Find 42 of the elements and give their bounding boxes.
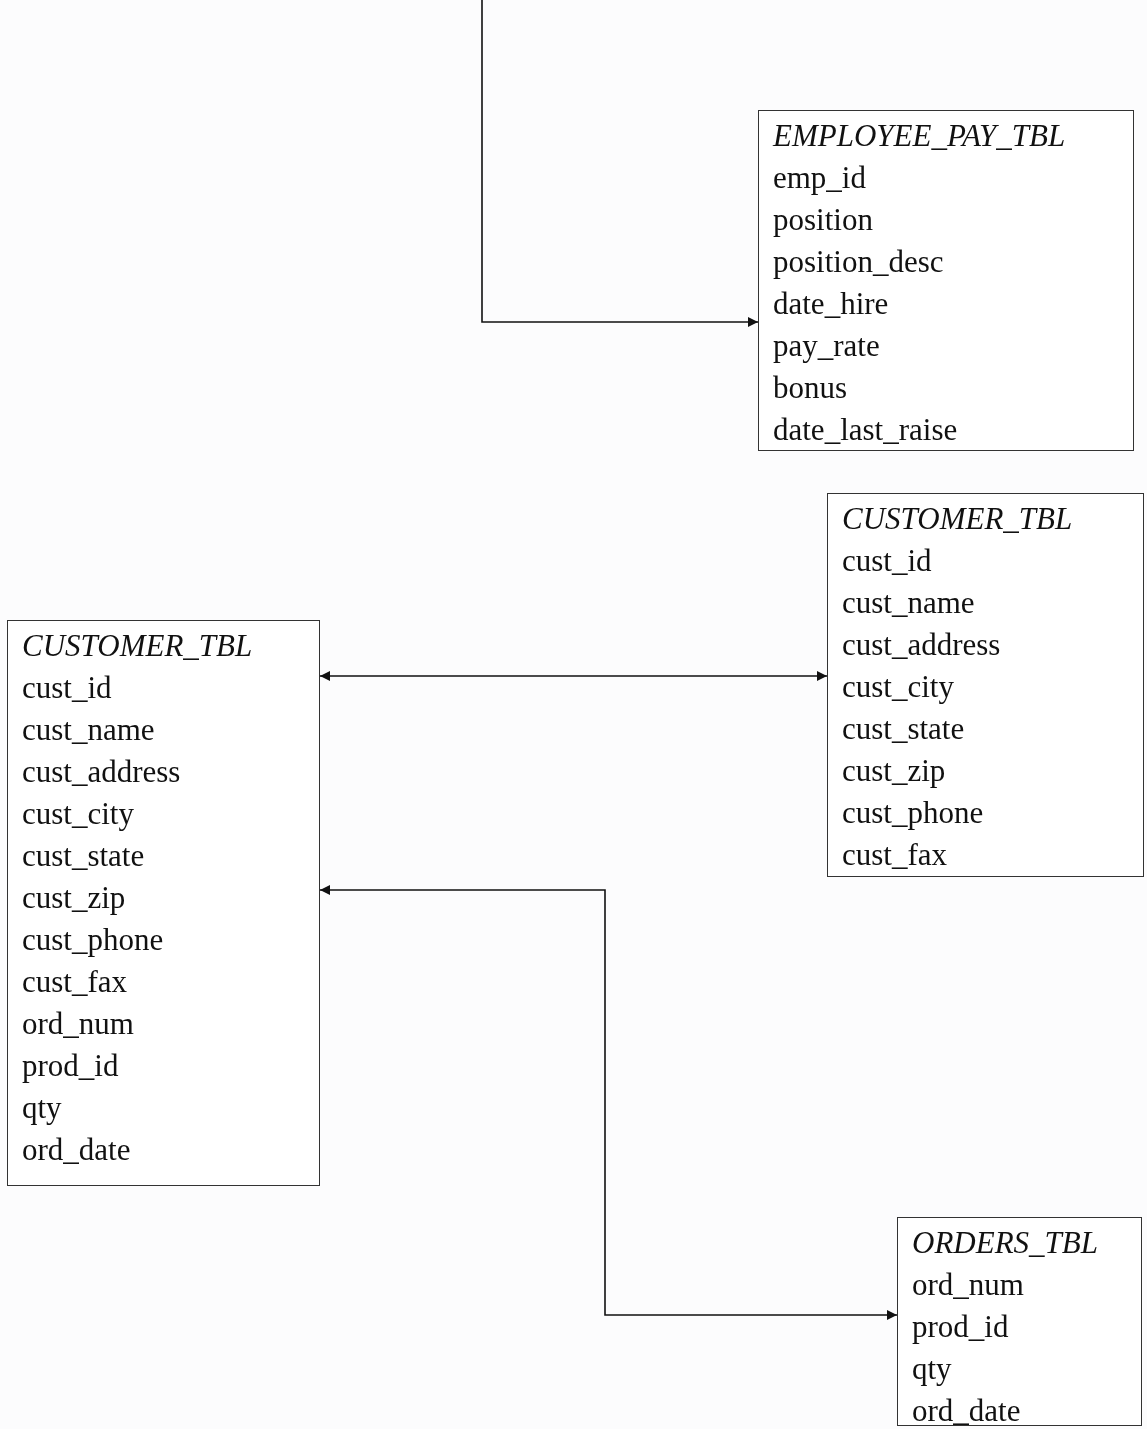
field-name: ord_date — [912, 1392, 1021, 1429]
table-name: CUSTOMER_TBL — [842, 500, 1073, 538]
field-name: bonus — [773, 369, 848, 407]
connector-arrow — [319, 671, 828, 681]
field-name: cust_name — [22, 711, 155, 749]
field-name: cust_fax — [22, 963, 128, 1001]
field-name: prod_id — [22, 1047, 119, 1085]
field-name: position_desc — [773, 243, 944, 281]
field-name: date_hire — [773, 285, 889, 323]
field-name: cust_name — [842, 584, 975, 622]
field-name: position — [773, 201, 873, 239]
field-name: cust_city — [22, 795, 134, 833]
field-name: cust_fax — [842, 836, 948, 874]
table-box — [827, 493, 1144, 877]
field-name: cust_address — [22, 753, 181, 791]
field-name: cust_address — [842, 626, 1001, 664]
table-name: EMPLOYEE_PAY_TBL — [773, 117, 1066, 155]
field-name: cust_state — [22, 837, 145, 875]
field-name: qty — [22, 1089, 62, 1127]
field-name: cust_phone — [842, 794, 984, 832]
field-name: emp_id — [773, 159, 866, 197]
field-name: qty — [912, 1350, 952, 1388]
field-name: ord_num — [912, 1266, 1024, 1304]
connector-arrow — [481, 0, 759, 327]
table-name: CUSTOMER_TBL — [22, 627, 253, 665]
field-name: cust_id — [22, 669, 112, 707]
table-name: ORDERS_TBL — [912, 1224, 1098, 1262]
field-name: cust_id — [842, 542, 932, 580]
field-name: pay_rate — [773, 327, 880, 365]
field-name: ord_num — [22, 1005, 134, 1043]
field-name: ord_date — [22, 1131, 131, 1169]
table-box — [897, 1217, 1142, 1426]
field-name: cust_city — [842, 668, 954, 706]
table-box — [7, 620, 320, 1186]
field-name: prod_id — [912, 1308, 1009, 1346]
field-name: cust_zip — [842, 752, 946, 790]
connector-arrow — [319, 885, 898, 1320]
field-name: cust_phone — [22, 921, 164, 959]
table-box — [758, 110, 1134, 451]
field-name: date_last_raise — [773, 411, 958, 449]
field-name: cust_zip — [22, 879, 126, 917]
field-name: cust_state — [842, 710, 965, 748]
